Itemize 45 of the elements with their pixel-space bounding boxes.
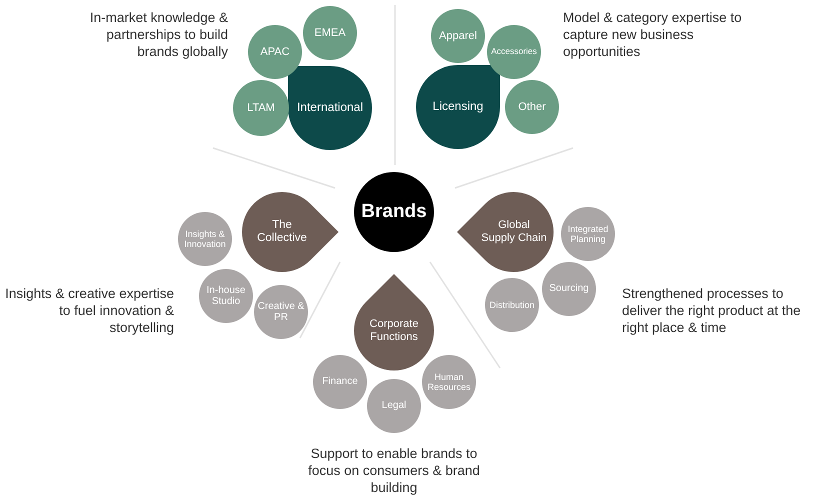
node-label: APAC [260,46,290,58]
circle-node [248,25,302,79]
node-label: LTAM [247,102,275,114]
node-label: Apparel [439,30,477,42]
circle-node [431,9,485,63]
teardrop-node [288,66,372,150]
description-text: Strengthened processes to deliver the right product at the right place & time [622,286,802,337]
circle-node [367,379,421,433]
node-label: Creative & PR [256,300,306,324]
node-label: EMEA [314,26,346,40]
node-label: Licensing [432,100,484,114]
circle-node [303,6,357,60]
circle-node [542,262,596,316]
description-text: Support to enable brands to focus on consumers & brand building [307,446,481,497]
node-label: Human Resources [426,372,472,392]
circle-node [313,355,367,409]
node-label: Insights & Innovation [183,228,227,250]
teardrop-node [242,192,339,272]
description-text: In-market knowledge & partnerships to build brands globally [88,10,228,61]
description-text: Model & category expertise to capture new business opportunities [563,10,743,61]
node-label: In-house Studio [206,284,246,308]
node-label: Other [518,100,546,114]
teardrop-node [416,65,500,149]
circle-node [199,269,253,323]
node-label: Accessories [491,47,537,57]
center-label: Brands [361,201,427,223]
circle-node [422,355,476,409]
node-label: International [296,101,364,115]
node-label: The Collective [256,218,308,246]
node-label: Global Supply Chain [480,219,548,245]
node-label: Integrated Planning [566,224,610,244]
circle-node [485,278,539,332]
node-label: Finance [322,376,358,388]
teardrop-node [457,192,554,272]
teardrop-node [354,274,434,371]
circle-node [505,80,559,134]
description-text: Insights & creative expertise to fuel innovation & storytelling [4,286,174,337]
circle-node [487,25,541,79]
node-label: Corporate Functions [368,318,420,344]
node-label: Distribution [489,300,535,310]
circle-node [561,207,615,261]
circle-node [254,285,308,339]
circle-node [178,212,232,266]
node-label: Legal [382,400,406,412]
node-label: Sourcing [549,283,589,295]
